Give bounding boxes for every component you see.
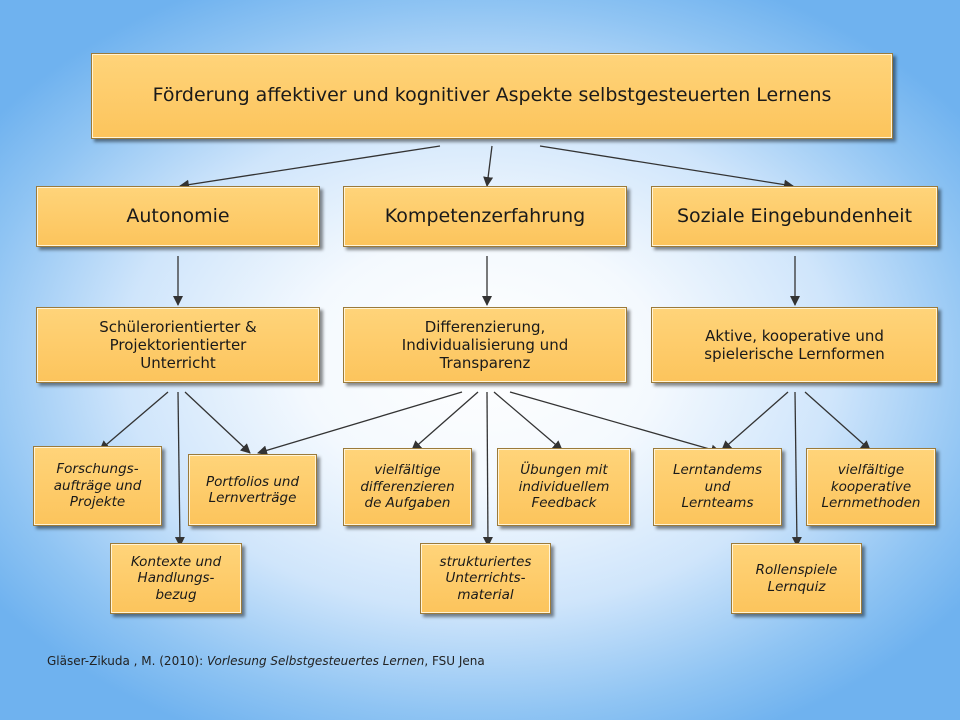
arrow-title-kompetenz (483, 145, 494, 187)
method-forschungsauftraege: Forschungs- aufträge und Projekte (33, 446, 162, 526)
method-lerntandems: Lerntandems und Lernteams (653, 448, 782, 526)
arrow-title-autonomie (179, 145, 441, 190)
arrow-p2-vielf-diff (411, 391, 479, 451)
need-kompetenzerfahrung: Kompetenzerfahrung (343, 186, 627, 247)
arrow-p1-kontexte (174, 391, 185, 547)
method-kontexte: Kontexte und Handlungs- bezug (110, 543, 242, 614)
arrow-p2-portfolios (257, 391, 463, 456)
arrow-p3-lerntandems (721, 391, 789, 451)
citation-work: Vorlesung Selbstgesteuertes Lernen (207, 654, 425, 668)
arrow-p2-strukt (482, 391, 493, 547)
arrow-p1-portfolios (184, 391, 251, 454)
source-citation: Gläser-Zikuda , M. (2010): Vorlesung Sel… (47, 654, 485, 668)
method-portfolios: Portfolios und Lernverträge (188, 454, 317, 526)
principle-differenzierung: Differenzierung, Individualisierung und … (343, 307, 627, 383)
method-rollenspiele: Rollenspiele Lernquiz (731, 543, 862, 614)
arrow-p1-forschung (99, 391, 169, 451)
method-vielfaeltige-kooperative: vielfältige kooperative Lernmethoden (806, 448, 936, 526)
need-autonomie: Autonomie (36, 186, 320, 247)
method-uebungen-feedback: Übungen mit individuellem Feedback (497, 448, 631, 526)
citation-place: , FSU Jena (424, 654, 485, 668)
arrow-p2-lerntandems (509, 391, 721, 455)
arrow-p2-uebungen (493, 391, 563, 451)
citation-author: Gläser-Zikuda , M. (2010): (47, 654, 208, 668)
arrow-p3-rollenspiele (791, 391, 802, 547)
principle-schuelerorientiert: Schülerorientierter & Projektorientierte… (36, 307, 320, 383)
arrow-title-sozial (539, 145, 794, 190)
need-soziale-eingebundenheit: Soziale Eingebundenheit (651, 186, 938, 247)
main-goal-box: Förderung affektiver und kognitiver Aspe… (91, 53, 893, 139)
principle-aktive-lernformen: Aktive, kooperative und spielerische Ler… (651, 307, 938, 383)
method-vielfaeltige-differenzierende: vielfältige differenzieren de Aufgaben (343, 448, 472, 526)
arrow-p3-vielf-koop (804, 391, 871, 451)
method-strukturiertes-material: strukturiertes Unterrichts- material (420, 543, 551, 614)
